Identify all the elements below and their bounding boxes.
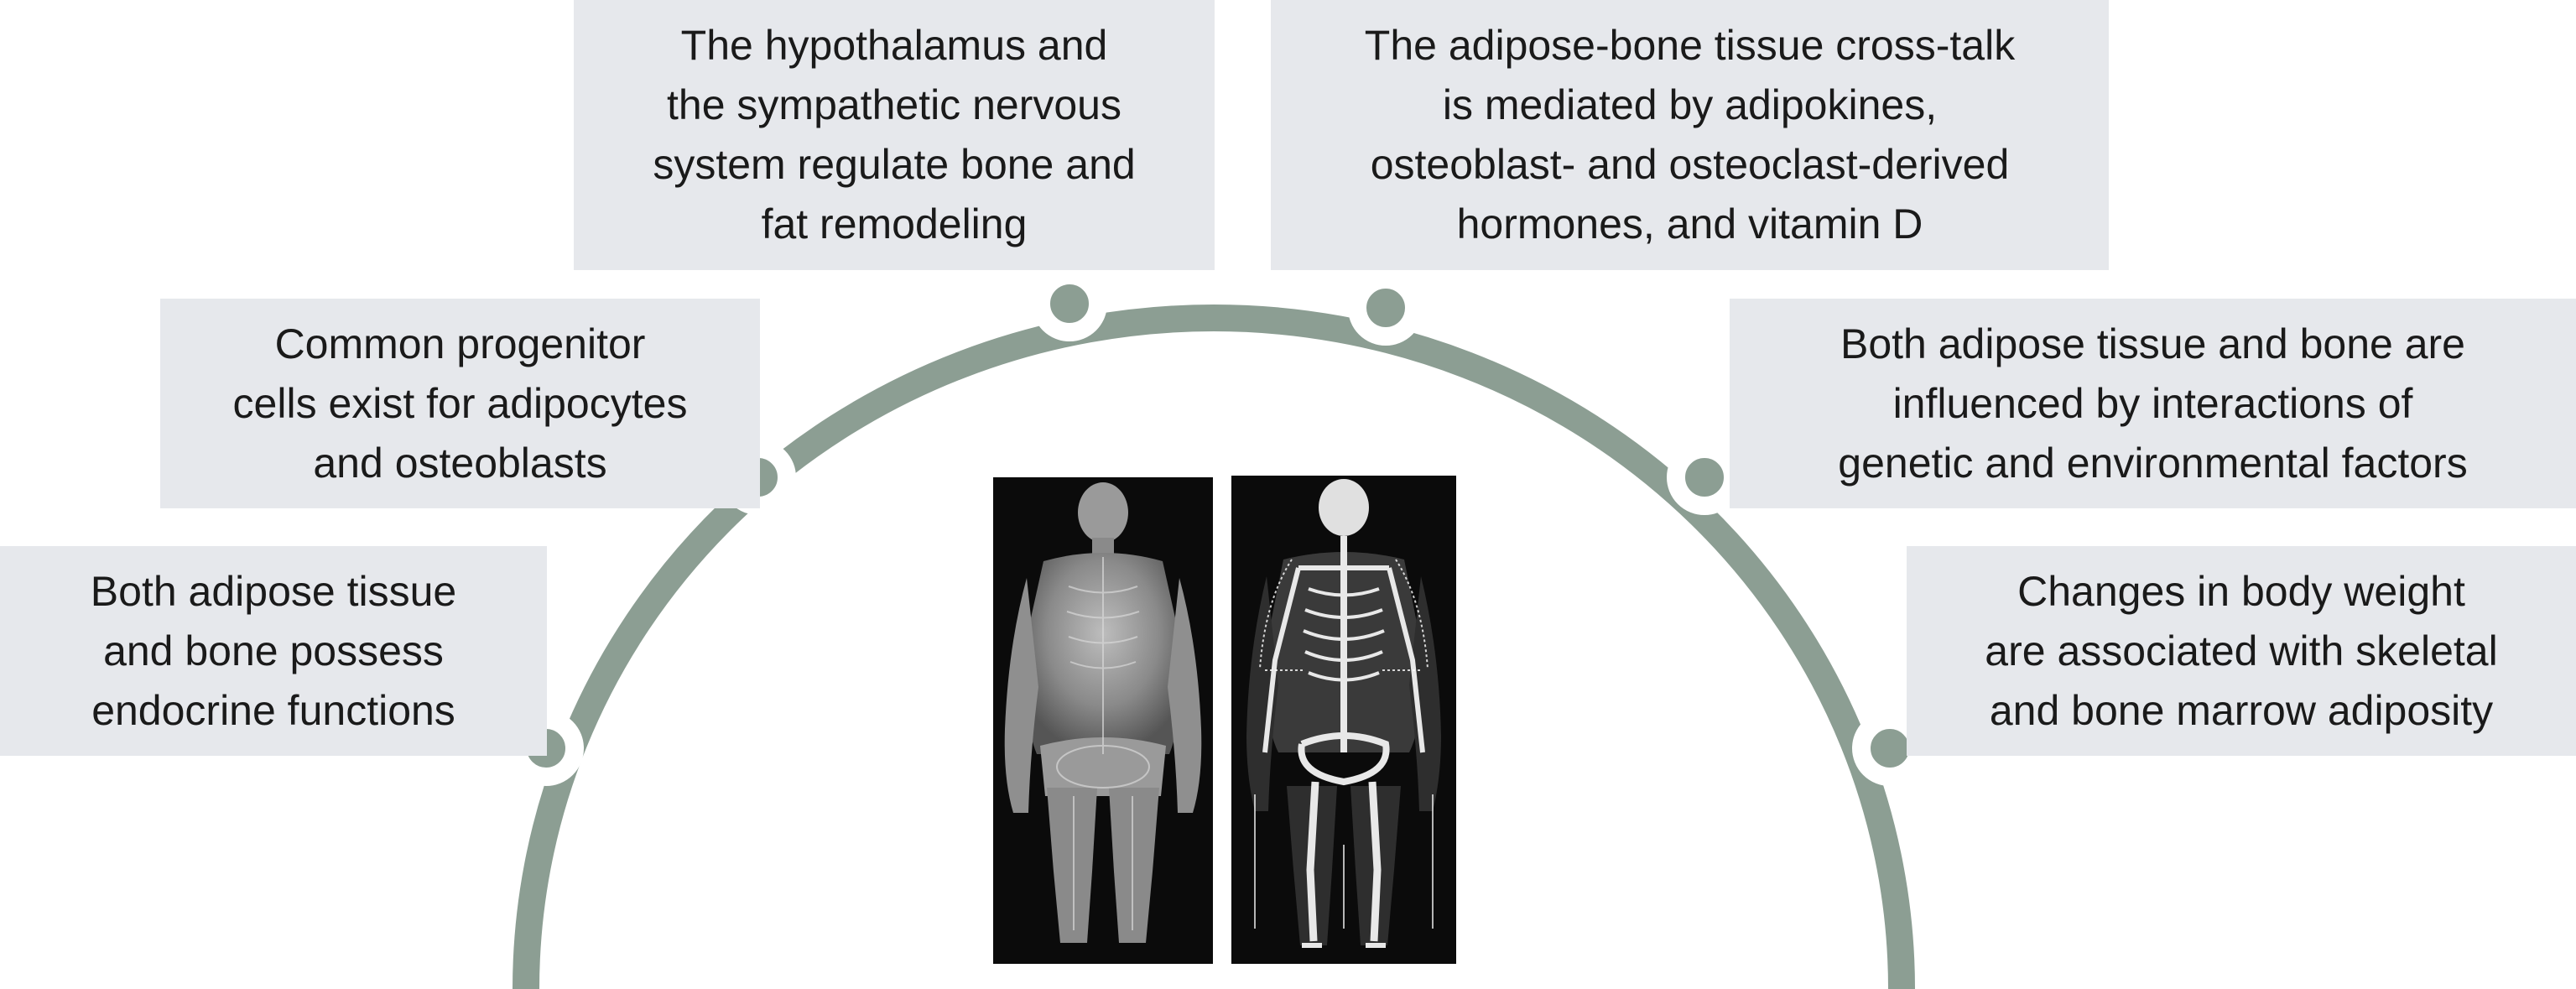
semicircle-arc	[513, 305, 1915, 989]
statement-text-body-weight: Changes in body weight are associated wi…	[1985, 567, 2498, 734]
statement-box-endocrine: Both adipose tissue and bone possess end…	[0, 546, 547, 756]
statement-text-crosstalk: The adipose-bone tissue cross-talk is me…	[1364, 22, 2016, 247]
statement-text-hypothalamus: The hypothalamus and the sympathetic ner…	[653, 22, 1136, 247]
statement-text-endocrine: Both adipose tissue and bone possess end…	[90, 567, 457, 734]
node-genetic	[1667, 440, 1742, 515]
body-silhouette-icon	[1004, 482, 1202, 943]
statement-box-body-weight: Changes in body weight are associated wi…	[1907, 546, 2576, 756]
statement-text-progenitor: Common progenitor cells exist for adipoc…	[232, 320, 688, 487]
dxa-scan-soft-tissue-image	[993, 477, 1213, 964]
statement-box-genetic: Both adipose tissue and bone are influen…	[1730, 299, 2576, 508]
node-crosstalk	[1348, 270, 1423, 346]
statement-box-crosstalk: The adipose-bone tissue cross-talk is me…	[1271, 0, 2109, 270]
dxa-scan-skeleton-image	[1231, 476, 1456, 964]
statement-text-genetic: Both adipose tissue and bone are influen…	[1838, 320, 2468, 487]
skeleton-icon	[1246, 479, 1441, 948]
statement-box-hypothalamus: The hypothalamus and the sympathetic ner…	[574, 0, 1215, 270]
node-hypothalamus	[1032, 266, 1107, 341]
statement-box-progenitor: Common progenitor cells exist for adipoc…	[160, 299, 760, 508]
